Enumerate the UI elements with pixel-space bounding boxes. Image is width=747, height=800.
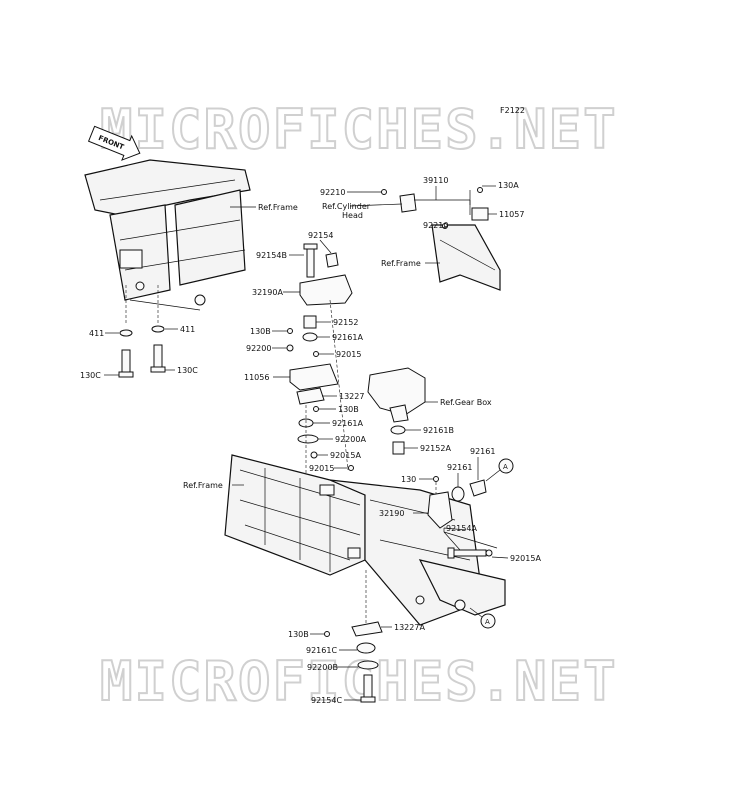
label-ref-frame-2: Ref.Frame	[381, 259, 421, 268]
label-130b-2: 130B	[338, 405, 359, 414]
label-ref-cylinder: Ref.Cylinder	[322, 202, 371, 211]
label-92210-a: 92210	[320, 188, 345, 197]
callout-a-bottom	[480, 613, 496, 629]
label-92015-1: 92015	[336, 350, 361, 359]
label-ref-gearbox: Ref.Gear Box	[440, 398, 492, 407]
label-13227: 13227	[339, 392, 364, 401]
label-130b-3: 130B	[288, 630, 309, 639]
gearbox-bracket	[367, 367, 426, 416]
label-92200a: 92200A	[335, 435, 366, 444]
label-92154a: 92154A	[446, 524, 477, 533]
label-ref-frame-1: Ref.Frame	[258, 203, 298, 212]
label-130c-left: 130C	[80, 371, 101, 380]
label-92015a-1: 92015A	[330, 451, 361, 460]
label-411-right: 411	[180, 325, 195, 334]
label-92154c: 92154C	[311, 696, 342, 705]
label-130c-right: 130C	[177, 366, 198, 375]
figure-code: F2122	[500, 106, 525, 115]
label-130b-1: 130B	[250, 327, 271, 336]
label-32190a: 32190A	[252, 288, 283, 297]
callout-a-top	[498, 458, 514, 474]
label-92154b: 92154B	[256, 251, 287, 260]
callout-a-top-label: A	[503, 463, 508, 471]
watermark-top: MICROFICHES.NET	[100, 98, 618, 161]
label-92161b: 92161B	[423, 426, 454, 435]
label-39110: 39110	[423, 176, 448, 185]
label-92154: 92154	[308, 231, 333, 240]
label-92161a-1: 92161A	[332, 333, 363, 342]
label-11056: 11056	[244, 373, 269, 382]
label-92015a-2: 92015A	[510, 554, 541, 563]
label-92161-2: 92161	[470, 447, 495, 456]
callout-a-bottom-label: A	[485, 618, 490, 626]
label-92015-2: 92015	[309, 464, 334, 473]
main-frame	[224, 454, 506, 626]
watermark-bottom: MICROFICHES.NET	[100, 650, 618, 713]
label-92161a-2: 92161A	[332, 419, 363, 428]
label-92161-1: 92161	[447, 463, 472, 472]
label-92152: 92152	[333, 318, 358, 327]
label-130: 130	[401, 475, 416, 484]
label-92200b: 92200B	[307, 663, 338, 672]
front-arrow-icon: FRONT	[87, 125, 141, 161]
bracket-32190a	[299, 274, 353, 306]
label-411-left: 411	[89, 329, 104, 338]
bracket-11056	[289, 363, 339, 391]
upper-left-frame	[84, 159, 251, 311]
label-32190: 32190	[379, 509, 404, 518]
upper-right-bracket	[381, 187, 501, 291]
label-130a: 130A	[498, 181, 519, 190]
label-13227a: 13227A	[394, 623, 425, 632]
label-11057: 11057	[499, 210, 524, 219]
label-92152a: 92152A	[420, 444, 451, 453]
label-92161c: 92161C	[306, 646, 337, 655]
label-ref-frame-3: Ref.Frame	[183, 481, 223, 490]
label-ref-cylinder-head: Head	[342, 211, 363, 220]
label-92210-b: 92210	[423, 221, 448, 230]
bracket-32190	[427, 491, 453, 529]
label-92200: 92200	[246, 344, 271, 353]
